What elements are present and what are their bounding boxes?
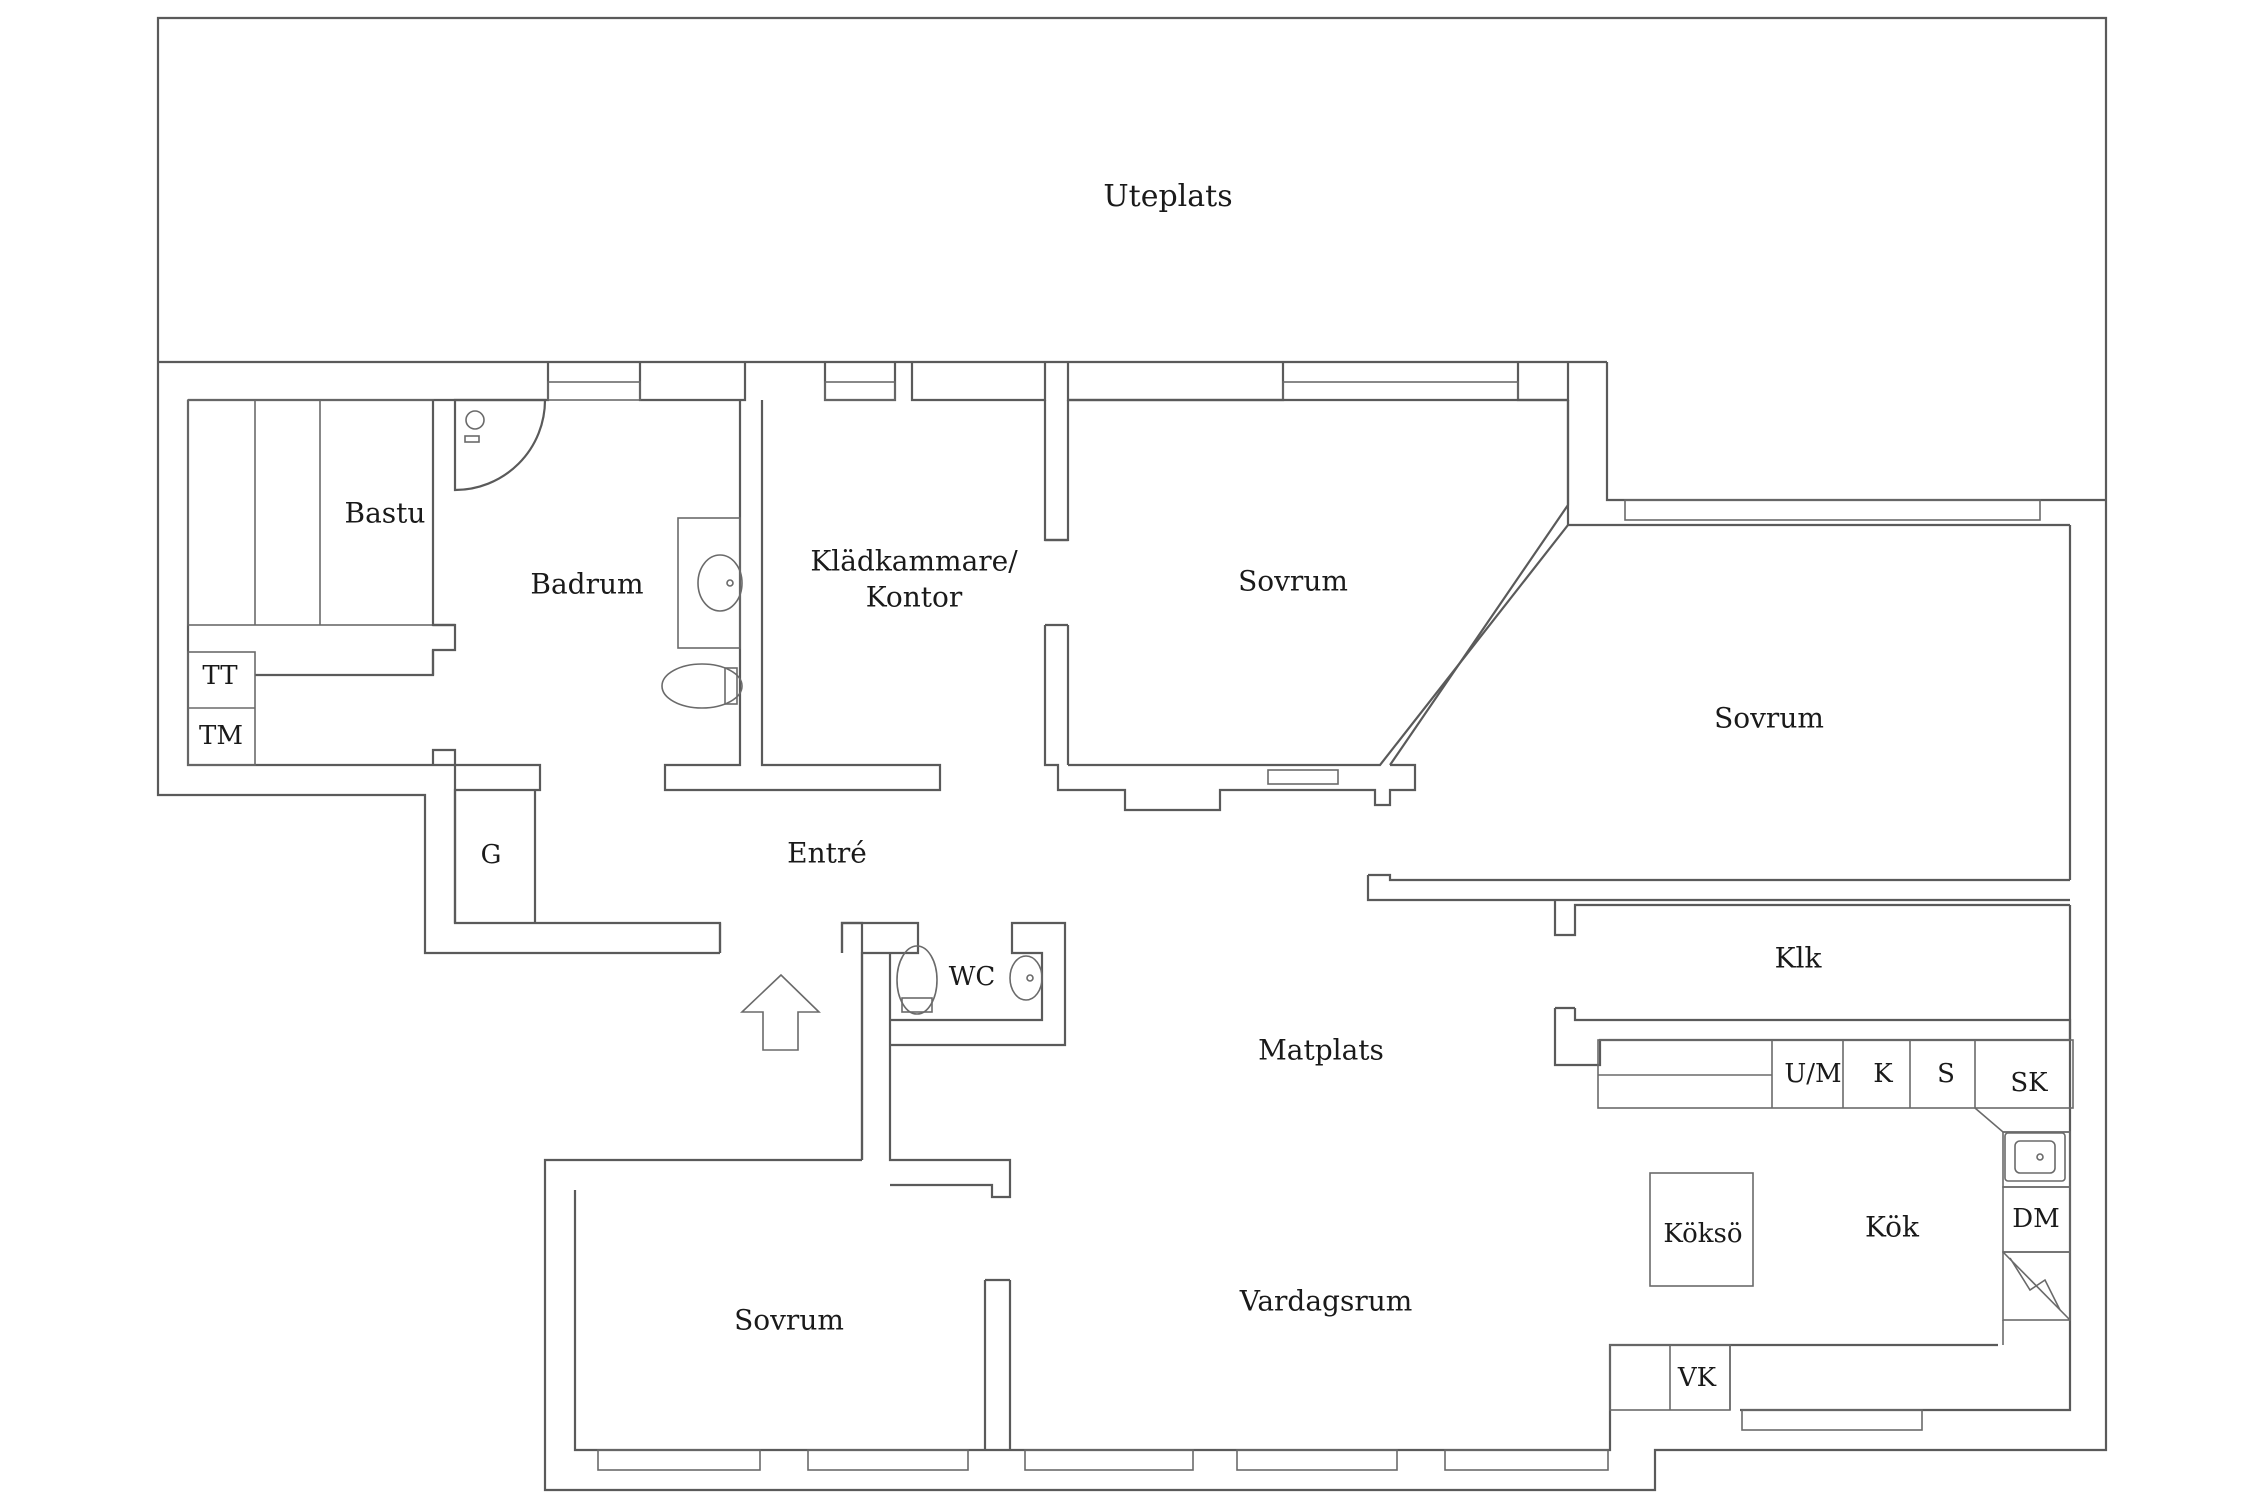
bedroom-walls	[1043, 398, 1570, 812]
room-label-bastu: Bastu	[345, 497, 426, 530]
room-label-matplats: Matplats	[1258, 1034, 1384, 1067]
fixture-label-vk: VK	[1677, 1363, 1717, 1393]
fixture-label-dm: DM	[2012, 1204, 2059, 1234]
room-label-sovrum-2: Sovrum	[1714, 702, 1824, 735]
windows	[547, 381, 2041, 1471]
room-label-badrum: Badrum	[530, 568, 643, 601]
toilet-icon	[661, 663, 743, 709]
sink-icon	[2004, 1132, 2066, 1182]
room-label-kontor: Kontor	[866, 581, 963, 614]
room-label-entre: Entré	[787, 837, 867, 870]
fixture-label-tm: TM	[199, 721, 243, 751]
fixture-label-kokso: Köksö	[1663, 1219, 1742, 1249]
terrace-outline	[156, 16, 2108, 500]
sauna-bath-walls	[187, 399, 942, 923]
fixture-label-um: U/M	[1784, 1059, 1841, 1089]
room-label-kok: Kök	[1865, 1211, 1920, 1244]
room-label-uteplats: Uteplats	[1103, 179, 1232, 214]
room-label-klk: Klk	[1775, 942, 1823, 975]
entrance-walls	[718, 921, 1067, 1450]
fixture-label-g: G	[481, 840, 502, 870]
fixture-label-tt: TT	[202, 661, 238, 691]
shower-icon	[453, 398, 547, 492]
wc-washbasin-icon	[1009, 955, 1043, 1001]
stove-icon	[2002, 1251, 2071, 1321]
wc-toilet-icon	[896, 945, 938, 1015]
washbasin-icon	[697, 554, 743, 612]
fixture-label-k: K	[1873, 1059, 1893, 1089]
kitchen-units	[1597, 1039, 2074, 1411]
room-label-wc: WC	[949, 962, 996, 992]
room-label-vardagsrum: Vardagsrum	[1239, 1285, 1413, 1318]
outer-walls	[156, 362, 2108, 1492]
right-walls	[1366, 873, 2072, 1067]
room-label-kladkammare: Klädkammare/	[810, 545, 1018, 578]
fixture-label-s: S	[1937, 1059, 1955, 1089]
room-label-sovrum-1: Sovrum	[1238, 565, 1348, 598]
room-label-sovrum-3: Sovrum	[734, 1304, 844, 1337]
fixture-label-sk: SK	[2010, 1068, 2048, 1098]
entrance-arrow-icon	[739, 973, 821, 1051]
